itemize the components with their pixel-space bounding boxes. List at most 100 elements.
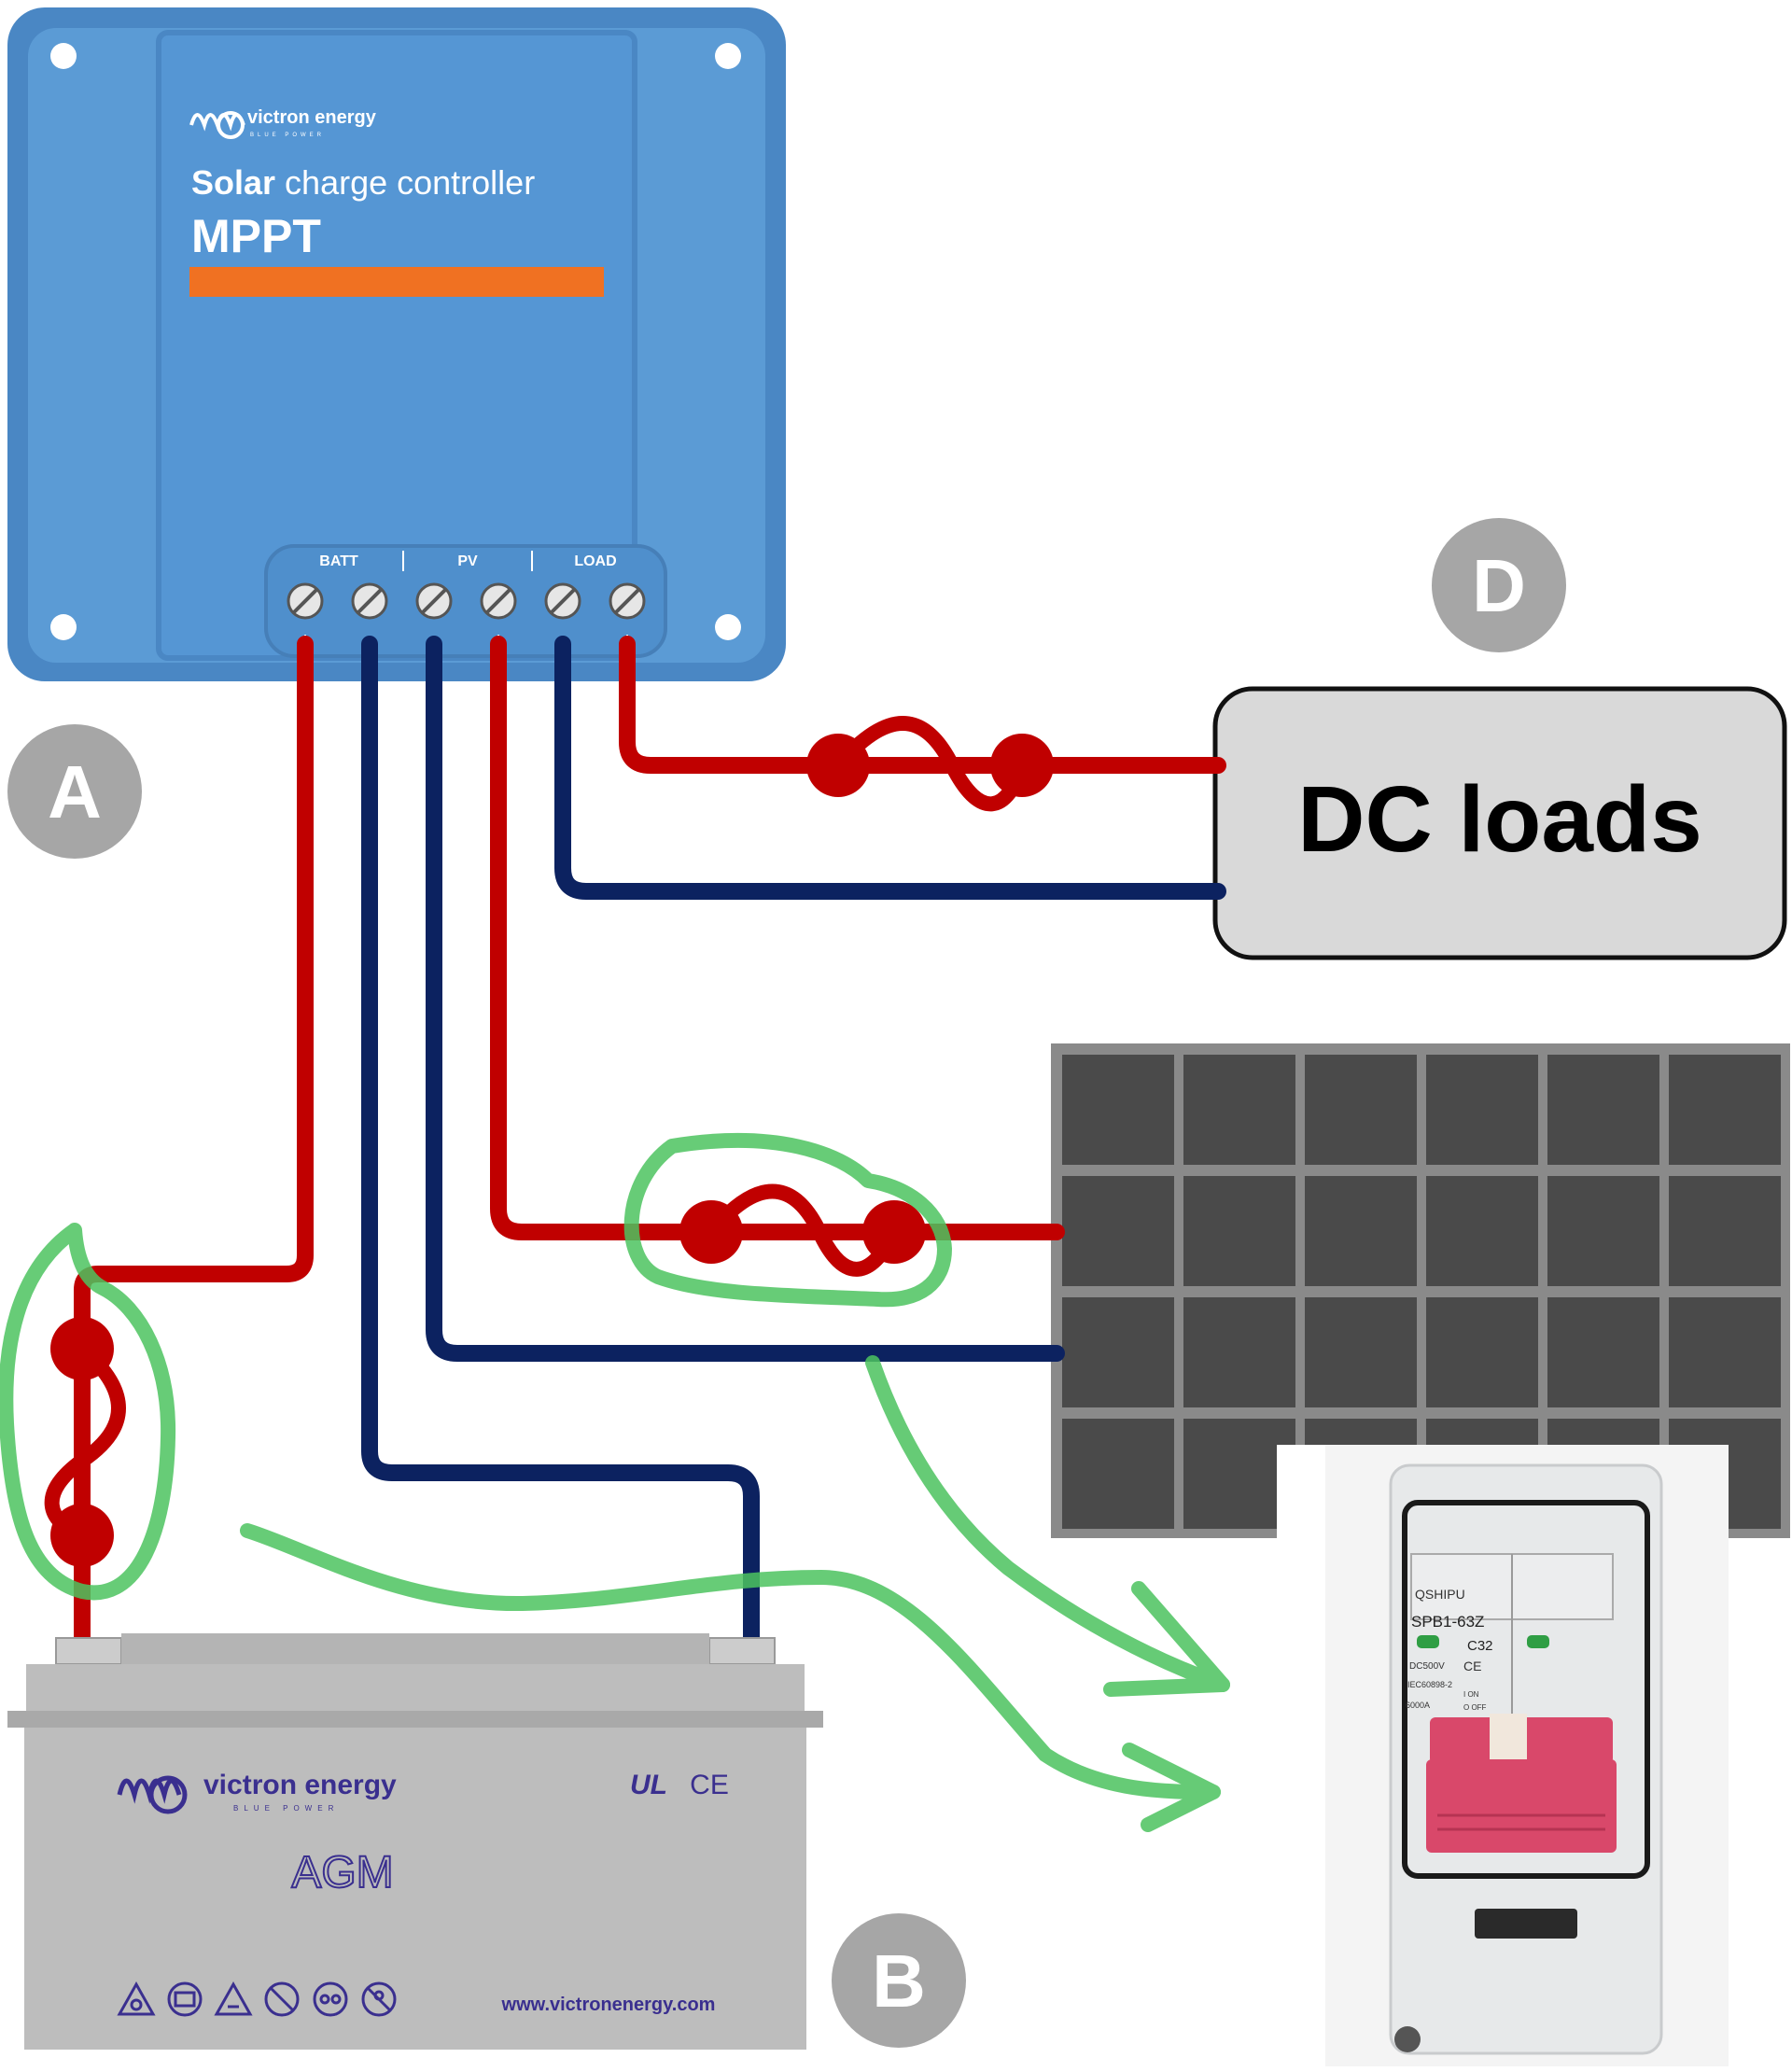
battery-victron-logo-icon <box>117 1775 188 1814</box>
victron-logo-icon <box>189 111 245 139</box>
battery-website: www.victronenergy.com <box>501 1995 716 2015</box>
explosion-warning-icon <box>117 1981 156 2016</box>
mounting-hole <box>50 43 77 69</box>
battery-brand: victron energy <box>203 1770 397 1800</box>
solar-cell <box>1669 1297 1781 1407</box>
breaker-off-label: O OFF <box>1463 1703 1487 1712</box>
terminal-screw <box>287 582 324 620</box>
annotation-circle-pv-fuse <box>623 1132 952 1308</box>
controller-model: MPPT <box>191 210 321 262</box>
breaker-handle <box>1426 1714 1617 1853</box>
battery-positive-wire <box>74 636 314 1665</box>
terminal-screw <box>480 582 517 620</box>
terminal-block <box>264 544 667 658</box>
solar-cell <box>1062 1055 1174 1165</box>
solar-cell <box>1547 1176 1659 1286</box>
controller-title-bold: Solar <box>191 163 275 202</box>
annotation-arrowhead-upper <box>1103 1581 1230 1697</box>
battery-negative-wire <box>361 636 760 1665</box>
solar-cell <box>1426 1176 1538 1286</box>
load-negative-wire <box>554 636 1226 900</box>
dc-loads-label: DC loads <box>1297 767 1701 872</box>
eye-protection-icon <box>313 1981 348 2017</box>
breaker-brand: QSHIPU <box>1415 1587 1465 1602</box>
terminal-screw <box>609 582 646 620</box>
terminal-group-pv: PV <box>457 553 478 569</box>
breaker-on-label: I ON <box>1463 1690 1479 1699</box>
breaker-current: 6000A <box>1406 1701 1430 1710</box>
wires <box>74 636 1226 1665</box>
read-manual-icon <box>167 1981 203 2017</box>
battery-brand-tagline: BLUE POWER <box>233 1804 339 1813</box>
terminal-screw <box>544 582 581 620</box>
badge-a: A <box>7 724 142 859</box>
solar-cell <box>1426 1055 1538 1165</box>
solar-cell <box>1305 1055 1417 1165</box>
hand-drawn-annotations <box>0 1132 1230 1832</box>
solar-cell <box>1669 1176 1781 1286</box>
solar-cell <box>1305 1297 1417 1407</box>
battery-ul-mark: UL <box>630 1770 667 1800</box>
battery-fuse <box>44 1317 126 1567</box>
badge-b: B <box>832 1913 966 2048</box>
solar-cell <box>1062 1297 1174 1407</box>
controller-brand-tagline: BLUE POWER <box>250 133 325 138</box>
solar-cell <box>1183 1297 1295 1407</box>
battery-rim <box>7 1711 823 1728</box>
solar-cell <box>1183 1055 1295 1165</box>
load-positive-wire <box>619 636 1226 774</box>
mounting-hole <box>715 43 741 69</box>
annotation-circle-battery-fuse <box>0 1223 176 1601</box>
breaker-model: SPB1-63Z <box>1411 1613 1484 1631</box>
badge-d-label: D <box>1472 544 1526 627</box>
terminal-screw <box>351 582 388 620</box>
controller-title-rest: charge controller <box>275 163 535 202</box>
acid-warning-icon <box>214 1981 253 2016</box>
controller-title: Solar charge controller <box>191 163 535 202</box>
battery-terminal-positive <box>55 1637 122 1665</box>
solar-cell <box>1062 1176 1174 1286</box>
terminal-screw <box>415 582 453 620</box>
agm-battery: victron energy BLUE POWER AGM UL CE www.… <box>7 1633 823 2050</box>
badge-a-label: A <box>48 750 102 833</box>
badge-d: D <box>1432 518 1566 652</box>
breaker-screw-hole <box>1394 2026 1421 2052</box>
breaker-cover-outline <box>1402 1500 1650 1879</box>
battery-type: AGM <box>291 1848 393 1897</box>
battery-ce-mark: CE <box>690 1770 729 1800</box>
controller-brand: victron energy <box>247 107 377 128</box>
terminal-group-load: LOAD <box>574 553 616 569</box>
solar-cell <box>1547 1055 1659 1165</box>
annotation-arrow-to-breaker-lower <box>240 1523 1221 1799</box>
battery-lid <box>26 1664 805 1715</box>
terminal-group-batt: BATT <box>319 553 358 569</box>
annotation-arrow-to-breaker-upper <box>865 1355 1230 1692</box>
battery-terminal-negative <box>708 1637 776 1665</box>
pv-negative-wire <box>426 636 1065 1362</box>
solar-cell <box>1426 1297 1538 1407</box>
pv-fuse <box>679 1183 926 1277</box>
solar-cell <box>1183 1176 1295 1286</box>
solar-cell <box>1062 1419 1174 1529</box>
solar-charge-controller: victron energy BLUE POWER Solar charge c… <box>7 7 786 681</box>
annotation-arrowhead-lower <box>1122 1743 1221 1832</box>
solar-cell <box>1547 1297 1659 1407</box>
breaker-status-indicator <box>1527 1635 1549 1648</box>
breaker-slot <box>1475 1909 1577 1939</box>
breaker-standard: IEC60898-2 <box>1407 1680 1452 1689</box>
battery-top-cap <box>121 1633 709 1666</box>
load-fuse <box>806 716 1054 812</box>
controller-accent-bar <box>189 267 604 297</box>
pv-positive-wire <box>490 636 1065 1240</box>
badge-b-label: B <box>872 1939 926 2023</box>
terminal-screws <box>287 582 646 620</box>
keep-children-away-icon <box>361 1981 397 2017</box>
dc-circuit-breaker: QSHIPU SPB1-63Z C32 DC500V CE IEC60898-2… <box>1277 1445 1729 2066</box>
breaker-status-indicator <box>1417 1635 1439 1648</box>
solar-cell <box>1305 1176 1417 1286</box>
dc-loads-box: DC loads <box>1212 686 1787 960</box>
battery-safety-icons <box>117 1981 397 2017</box>
mounting-hole <box>50 614 77 640</box>
solar-cell <box>1669 1055 1781 1165</box>
